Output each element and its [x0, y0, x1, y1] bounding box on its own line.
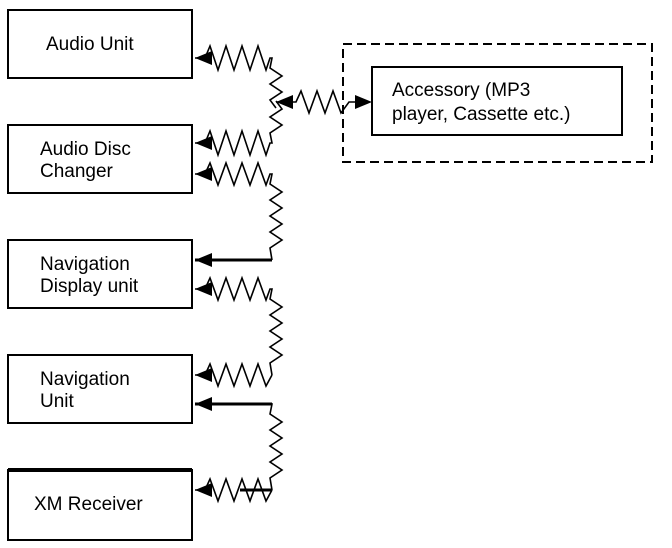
accessory-label-line1: Accessory (MP3 — [392, 80, 530, 101]
audio-disc-changer-box — [7, 124, 193, 194]
audio-disc-changer-label-line2: Changer — [40, 161, 114, 182]
audio-disc-changer-label-line1: Audio Disc — [40, 139, 131, 160]
navigation-display-unit-box — [7, 239, 193, 309]
navigation-unit-label-line2: Unit — [40, 391, 75, 412]
wire-audio-disc-changer-lower — [195, 160, 284, 261]
accessory-group: Accessory (MP3 player, Cassette etc.) — [342, 43, 653, 163]
wire-navigation-unit-lower — [195, 403, 284, 491]
navigation-display-unit-label-line2: Display unit — [40, 276, 139, 297]
navigation-display-unit: Navigation Display unit — [7, 239, 193, 309]
wire-navigation-unit-upper — [195, 361, 273, 389]
audio-disc-changer: Audio Disc Changer — [7, 124, 193, 194]
navigation-unit-box — [7, 354, 193, 424]
accessory-label-line2: player, Cassette etc.) — [392, 104, 570, 125]
accessory-box — [371, 66, 623, 136]
xm-receiver-label: XM Receiver — [34, 494, 143, 515]
accessory-dashed-border — [342, 43, 653, 163]
wire-audio-unit — [195, 43, 284, 109]
arrowhead-audio-disc-changer-upper — [195, 136, 212, 150]
xm-receiver: XM Receiver — [7, 468, 193, 541]
arrowhead-xm-receiver — [195, 483, 212, 497]
wiring — [195, 43, 372, 504]
arrowhead-navigation-unit-lower — [195, 397, 212, 411]
wire-xm-receiver — [195, 476, 273, 504]
navigation-unit-label-line1: Navigation — [40, 369, 130, 390]
arrowhead-navigation-display-unit-lower — [195, 282, 212, 296]
audio-unit-box — [7, 9, 193, 79]
arrowhead-audio-unit — [195, 51, 212, 65]
audio-unit: Audio Unit — [7, 9, 193, 79]
wire-bus-to-accessory — [276, 88, 365, 116]
arrowhead-navigation-unit-upper — [195, 368, 212, 382]
audio-unit-label: Audio Unit — [46, 34, 134, 55]
navigation-unit: Navigation Unit — [7, 354, 193, 424]
arrowhead-navigation-display-unit-upper — [195, 253, 212, 267]
arrowhead-audio-disc-changer-lower — [195, 167, 212, 181]
arrowhead-bus-left — [276, 95, 293, 109]
wire-audio-disc-changer-upper — [195, 100, 284, 158]
arrowhead-accessory — [355, 95, 372, 109]
wire-navigation-display-unit-lower — [195, 275, 284, 376]
navigation-display-unit-label-line1: Navigation — [40, 254, 130, 275]
